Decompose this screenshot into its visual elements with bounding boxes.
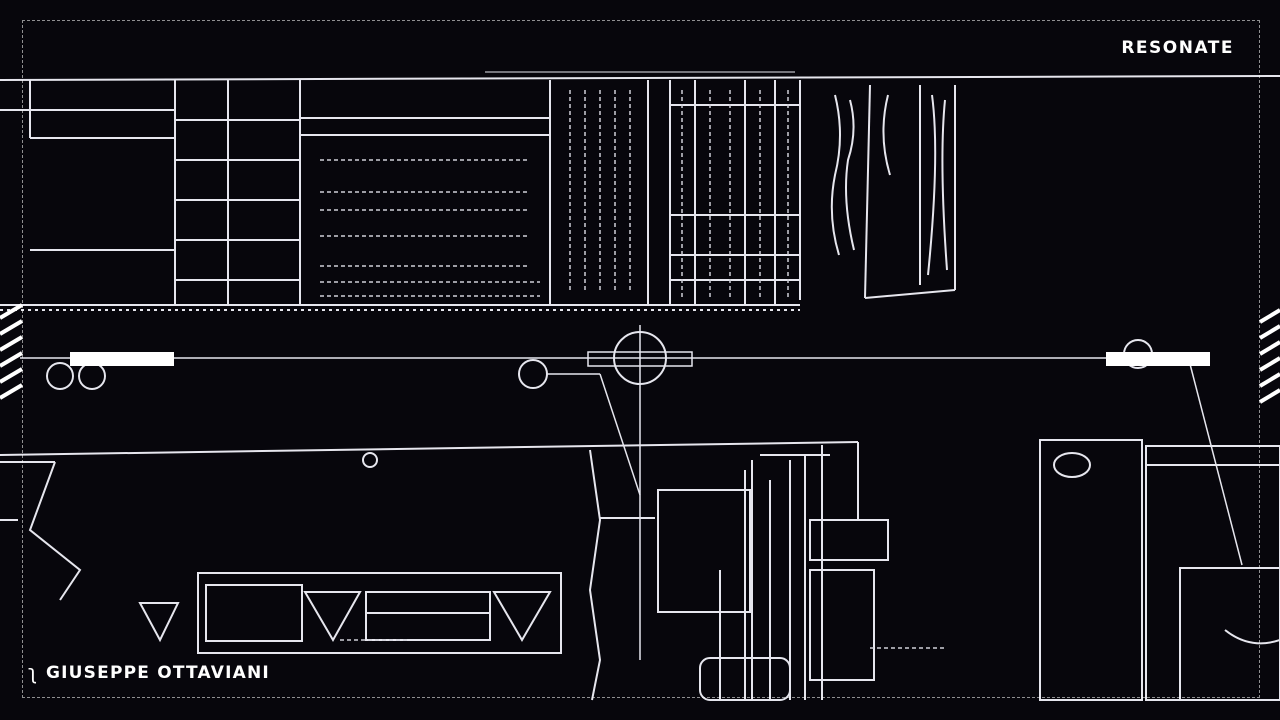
callout-1 [518, 359, 548, 389]
title-block-top-line [0, 75, 1280, 81]
artist-name: GIUSEPPE OTTAVIANI [46, 663, 270, 683]
artist-mark-icon: ʅ [28, 660, 38, 684]
left-indicator-bar [70, 352, 174, 366]
right-indicator-bar [1106, 352, 1210, 366]
caution-plate [197, 572, 562, 654]
right-housing [1039, 439, 1143, 701]
section-top-line [0, 441, 859, 456]
housing-block [657, 489, 751, 613]
brand-logo-text: RESONATE [1121, 38, 1234, 58]
